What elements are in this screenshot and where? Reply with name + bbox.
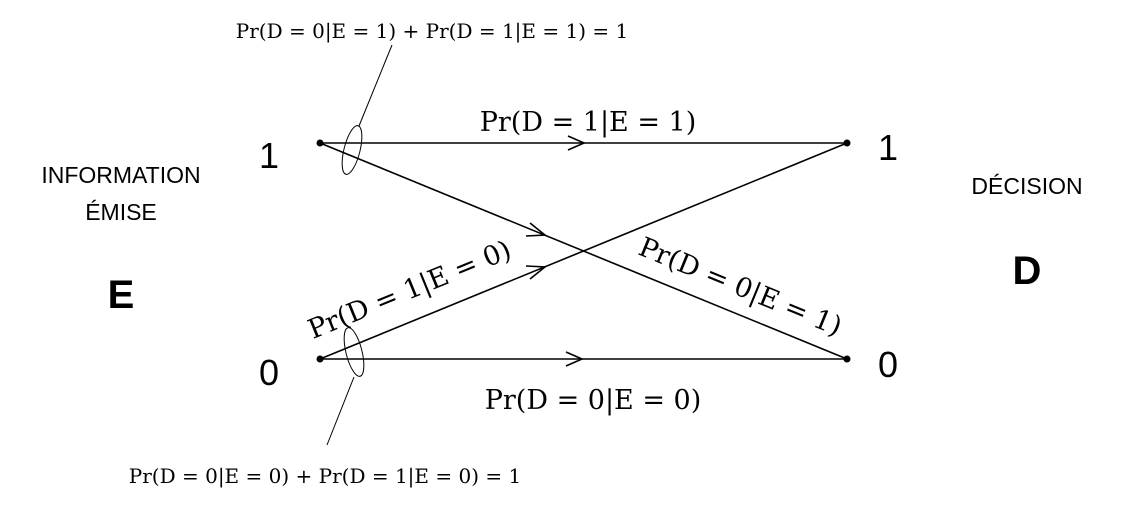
source-node-0-label: 0: [259, 352, 279, 393]
sum-annotation-bottom: Pr(D = 0|E = 0) + Pr(D = 1|E = 0) = 1: [129, 464, 521, 489]
bottom-grouping-ellipse: [343, 327, 365, 377]
prob-top-straight: Pr(D = 1|E = 1): [480, 107, 697, 138]
arrowhead-1-to-1: [567, 135, 586, 151]
decision-title: DÉCISION: [971, 173, 1082, 199]
top-grouping-ellipse: [341, 125, 363, 175]
arrowhead-1-to-0: [525, 222, 548, 237]
source-node-1-dot: [316, 139, 324, 147]
source-title-line1: INFORMATION: [41, 162, 200, 188]
arrowhead-0-to-0: [565, 351, 584, 367]
sum-annotation-top: Pr(D = 0|E = 1) + Pr(D = 1|E = 1) = 1: [236, 19, 628, 44]
decision-node-0-dot: [843, 355, 851, 363]
source-symbol: E: [108, 273, 135, 317]
arrowhead-0-to-1: [525, 265, 548, 280]
top-sum-leader: [358, 44, 393, 127]
source-node-0-dot: [316, 355, 324, 363]
prob-cross-down: Pr(D = 0|E = 1): [634, 232, 846, 343]
prob-cross-up: Pr(D = 1|E = 0): [304, 235, 516, 346]
decision-node-1-dot: [843, 139, 851, 147]
decision-symbol: D: [1013, 249, 1042, 293]
decision-node-0-label: 0: [878, 344, 898, 385]
prob-bottom-straight: Pr(D = 0|E = 0): [485, 385, 702, 416]
source-node-1-label: 1: [259, 135, 279, 176]
source-title-line2: ÉMISE: [85, 199, 157, 225]
bottom-sum-leader: [326, 376, 355, 446]
decision-node-1-label: 1: [878, 127, 898, 168]
edge-0-to-1: [319, 142, 848, 360]
